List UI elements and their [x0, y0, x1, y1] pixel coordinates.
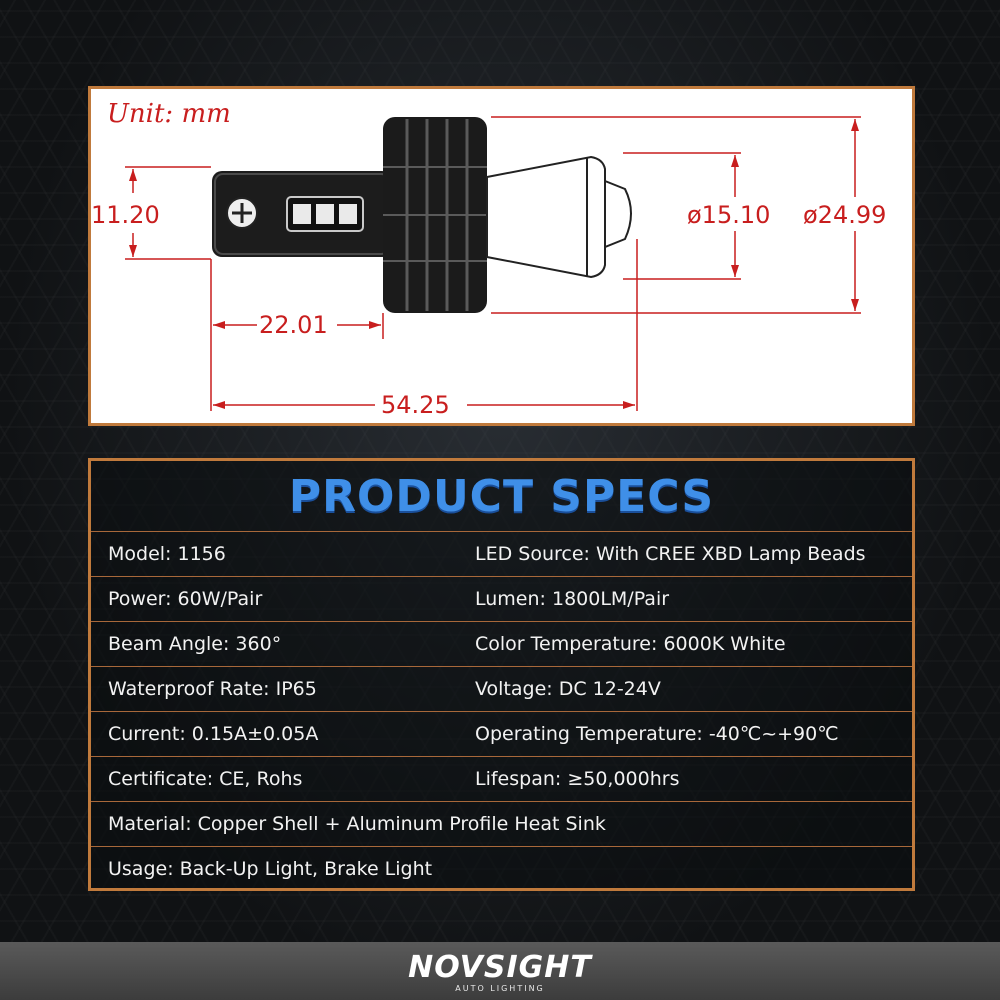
unit-label: Unit: mm [107, 99, 231, 129]
spec-operating-temperature: Operating Temperature: -40℃~+90℃ [475, 723, 839, 745]
bulb-socket [486, 155, 606, 279]
spec-color-temperature: Color Temperature: 6000K White [475, 633, 786, 655]
spec-row: Beam Angle: 360° Color Temperature: 6000… [91, 621, 912, 666]
product-specs-panel: PRODUCT SPECS Model: 1156 LED Source: Wi… [88, 458, 915, 891]
spec-row: Certificate: CE, Rohs Lifespan: ≥50,000h… [91, 756, 912, 801]
spec-model: Model: 1156 [108, 543, 226, 565]
spec-power: Power: 60W/Pair [108, 588, 263, 610]
specs-title: PRODUCT SPECS [288, 471, 715, 522]
footer-bar: NOVSIGHT AUTO LIGHTING [0, 942, 1000, 1000]
spec-lumen: Lumen: 1800LM/Pair [475, 588, 670, 610]
spec-row: Power: 60W/Pair Lumen: 1800LM/Pair [91, 576, 912, 621]
spec-row: Model: 1156 LED Source: With CREE XBD La… [91, 531, 912, 576]
spec-certificate: Certificate: CE, Rohs [108, 768, 303, 790]
dim-inner-diameter: ø15.10 [687, 201, 770, 229]
spec-voltage: Voltage: DC 12-24V [475, 678, 661, 700]
spec-usage: Usage: Back-Up Light, Brake Light [108, 858, 433, 880]
specs-table: Model: 1156 LED Source: With CREE XBD La… [91, 531, 912, 891]
spec-beam-angle: Beam Angle: 360° [108, 633, 282, 655]
spec-row: Usage: Back-Up Light, Brake Light [91, 846, 912, 891]
dim-total-length: 54.25 [381, 391, 450, 419]
brand-tagline: AUTO LIGHTING [455, 984, 545, 993]
dim-base-height: 11.20 [91, 201, 160, 229]
dim-base-length: 22.01 [259, 311, 328, 339]
dimension-lines [125, 116, 861, 411]
spec-waterproof: Waterproof Rate: IP65 [108, 678, 317, 700]
spec-row: Waterproof Rate: IP65 Voltage: DC 12-24V [91, 666, 912, 711]
spec-material: Material: Copper Shell + Aluminum Profil… [108, 813, 606, 835]
bulb-dimension-drawing: 11.20 ø15.10 ø24.99 22.01 54.25 [91, 116, 886, 419]
spec-current: Current: 0.15A±0.05A [108, 723, 319, 745]
bulb-illustration [212, 117, 632, 313]
dim-outer-diameter: ø24.99 [803, 201, 886, 229]
brand-logo: NOVSIGHT [408, 950, 592, 985]
spec-row: Current: 0.15A±0.05A Operating Temperatu… [91, 711, 912, 756]
spec-lifespan: Lifespan: ≥50,000hrs [475, 768, 680, 790]
spec-row: Material: Copper Shell + Aluminum Profil… [91, 801, 912, 846]
spec-led-source: LED Source: With CREE XBD Lamp Beads [475, 543, 866, 565]
dimension-diagram-panel: Unit: mm [88, 86, 915, 426]
